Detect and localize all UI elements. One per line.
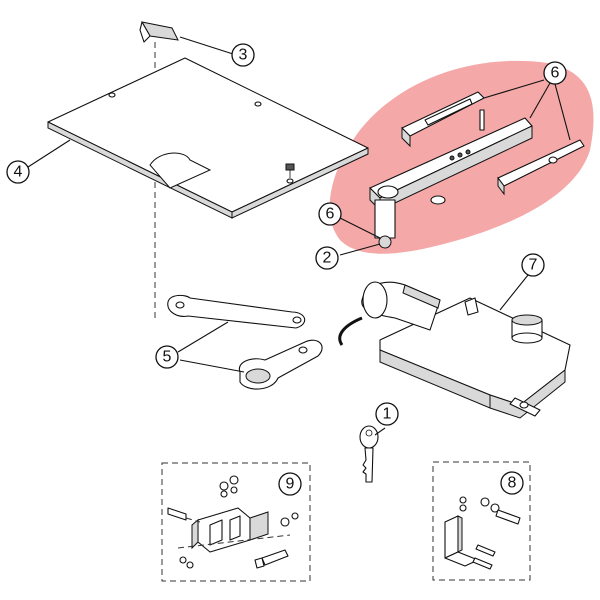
key-part [359,425,379,483]
svg-text:1: 1 [383,406,392,423]
svg-text:6: 6 [326,206,335,223]
callout-6-lower: 6 [318,202,342,226]
callout-3: 3 [231,43,255,67]
callout-6-upper: 6 [543,61,567,85]
base-bracket-kit-part [161,462,311,582]
callout-2: 2 [315,246,339,270]
callout-8: 8 [500,471,524,495]
callout-1: 1 [375,402,399,426]
leader-lines [27,36,571,436]
svg-text:9: 9 [286,476,295,493]
svg-text:2: 2 [323,250,332,267]
svg-text:3: 3 [239,47,248,64]
wall-bracket-kit-part [432,461,531,581]
svg-text:7: 7 [529,257,538,274]
svg-text:4: 4 [14,164,23,181]
callout-9: 9 [278,472,302,496]
svg-text:6: 6 [551,65,560,82]
mounting-bracket-kit-part [369,91,585,249]
gear-motor-part [338,281,571,419]
svg-text:5: 5 [163,349,172,366]
svg-text:8: 8 [508,475,517,492]
callout-7: 7 [521,253,545,277]
clip-part [139,21,179,320]
cover-plate-part [47,57,369,219]
arm-links-part [167,294,323,390]
callout-4: 4 [6,160,30,184]
callout-5: 5 [155,345,179,369]
